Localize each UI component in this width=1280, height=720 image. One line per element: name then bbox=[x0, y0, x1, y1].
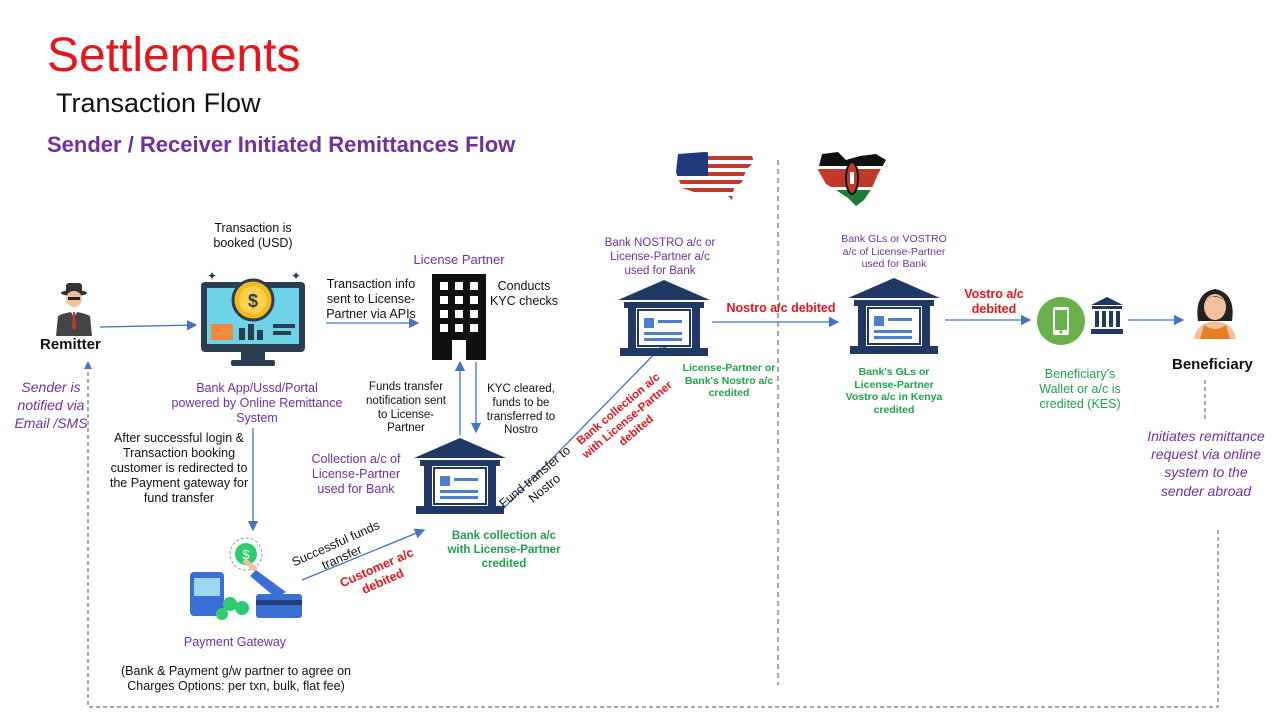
kenya-map-icon bbox=[818, 152, 886, 206]
page-title: Settlements bbox=[47, 29, 301, 82]
page-subtitle: Transaction Flow bbox=[56, 88, 261, 118]
payment-gateway-label: Payment Gateway bbox=[183, 635, 287, 649]
vostro-debited-text: Vostro a/c debited bbox=[964, 287, 1024, 316]
txn-info-text: Transaction info sent to License-Partner… bbox=[326, 277, 416, 321]
arrow-gateway-collection bbox=[301, 528, 426, 581]
collection-ac-text: Collection a/c of License-Partner used f… bbox=[311, 452, 401, 496]
nostro-ac-text: Bank NOSTRO a/c or License-Partner a/c u… bbox=[604, 237, 716, 277]
building-icon bbox=[432, 274, 486, 360]
arrow-collection-nostro bbox=[499, 339, 669, 513]
notify-loop-line bbox=[84, 361, 1219, 708]
remitter-icon bbox=[56, 283, 92, 336]
remitter-label: Remitter bbox=[40, 336, 101, 353]
bank-collection-credited-text: Bank collection a/c with License-Partner… bbox=[447, 530, 561, 570]
svg-text:$: $ bbox=[248, 291, 258, 311]
conducts-kyc-text: Conducts KYC checks bbox=[489, 279, 559, 308]
nostro-credited-text: License-Partner or Bank's Nostro a/c cre… bbox=[682, 362, 776, 400]
kyc-cleared-text: KYC cleared, funds to be transferred to … bbox=[486, 383, 556, 437]
charges-note-text: (Bank & Payment g/w partner to agree on … bbox=[121, 664, 351, 693]
initiates-text: Initiates remittance request via online … bbox=[1147, 428, 1265, 499]
bank-app-text: Bank App/Ussd/Portal powered by Online R… bbox=[171, 381, 343, 425]
funds-notification-text: Funds transfer notification sent to Lice… bbox=[366, 381, 446, 435]
svg-text:$: $ bbox=[242, 547, 250, 562]
license-partner-label: License Partner bbox=[413, 252, 505, 267]
wallet-credited-text: Beneficiary's Wallet or a/c is credited … bbox=[1039, 367, 1121, 411]
svg-text:✦: ✦ bbox=[291, 269, 301, 283]
arrow-remitter-app bbox=[99, 319, 198, 331]
bank-icon bbox=[848, 278, 940, 354]
after-login-text: After successful login & Transaction boo… bbox=[109, 431, 249, 505]
sender-notified-text: Sender is notified via Email /SMS bbox=[14, 379, 88, 432]
bank-building-icon bbox=[1091, 297, 1123, 334]
bank-icon bbox=[618, 280, 710, 356]
txn-booked-text: Transaction is booked (USD) bbox=[213, 221, 293, 250]
vostro-credited-text: Bank's GLs or License-Partner Vostro a/c… bbox=[845, 366, 943, 416]
usa-map-icon bbox=[676, 152, 754, 200]
payment-gateway-icon: $ bbox=[190, 537, 302, 620]
flow-heading: Sender / Receiver Initiated Remittances … bbox=[47, 132, 516, 157]
vostro-ac-text: Bank GLs or VOSTRO a/c of License-Partne… bbox=[841, 233, 947, 271]
beneficiary-icon bbox=[1194, 289, 1236, 339]
beneficiary-label: Beneficiary bbox=[1172, 356, 1253, 373]
nostro-debited-text: Nostro a/c debited bbox=[726, 301, 836, 315]
bank-icon bbox=[414, 438, 506, 514]
svg-text:✦: ✦ bbox=[207, 269, 217, 283]
mobile-wallet-icon bbox=[1037, 297, 1085, 345]
monitor-dollar-icon: $ ✦ ✦ bbox=[201, 269, 305, 366]
